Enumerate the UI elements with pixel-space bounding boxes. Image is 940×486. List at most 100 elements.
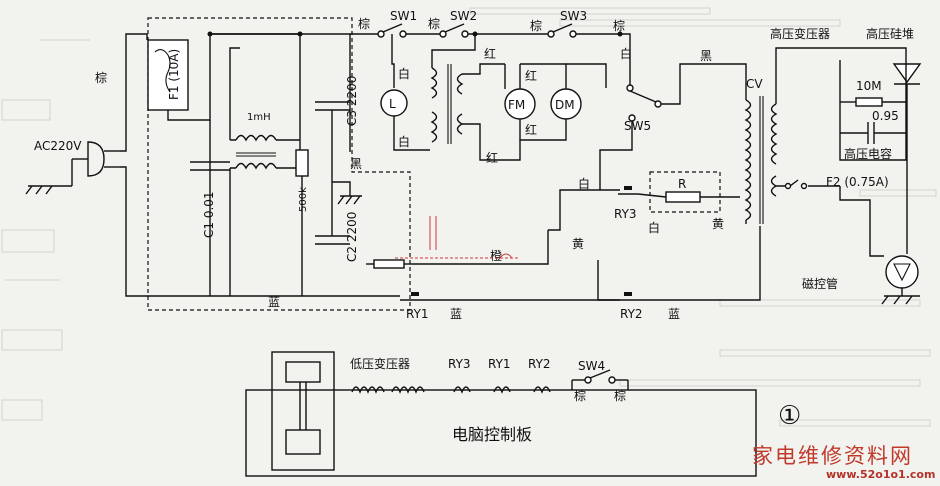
black-wire-label-top: 黑 [700,49,712,63]
neutral-wire [120,166,210,297]
ht-rectifier-label: 高压硅堆 [866,26,914,41]
cap-095-label: 0.95 [872,109,899,123]
blue-wire-label-left: 蓝 [268,295,280,309]
figure-number: ① [778,401,801,431]
fan-top-leads [504,64,521,89]
board-ry3-coil [453,386,471,394]
relay-ry3-contact [618,186,638,195]
capacitor-c1 [190,161,230,171]
winding-feed [431,34,476,68]
switch-sw3-label: SW3 [560,9,587,23]
drive-motor-label: DM [555,98,575,112]
red-wire-label-2: 红 [525,68,537,83]
ground-symbol-filter [337,195,362,205]
ground-symbol-left [25,159,73,195]
watermark-url: www.52o1o1.com [826,468,936,481]
white-wire-label-lamp-bottom: 白 [398,134,410,149]
yellow-wire-label-2: 黄 [572,237,584,251]
red-marks [395,216,520,259]
resistor-10m [840,97,906,107]
magnetron [881,255,920,305]
lamp-feed [391,34,395,88]
fan-motor-label: FM [508,98,525,112]
resistor-r [665,191,701,203]
watermark-text: 家电维修资料网 [752,444,913,468]
cv-label: CV [746,77,763,91]
ac-plug [72,141,120,177]
black-wire-label-left: 黑 [350,157,362,171]
capacitor-c1-label: C1 0.01 [202,191,216,238]
sw5-to-black [661,63,740,105]
to-fan-red [462,63,505,75]
board-ry2-coil [533,386,551,394]
board-ry1-coil [493,386,511,394]
board-transformer-block [271,351,335,471]
res-10m-label: 10M [856,79,882,93]
white-wire-label-r: 白 [648,220,660,235]
resistor-500k [295,149,309,177]
inductor-1mh [235,134,277,170]
relay-ry1-label: RY1 [406,307,429,321]
switch-sw4 [571,369,629,390]
fuse-f1-label: F1 (10A) [167,49,181,100]
filter-top-wire [167,33,301,152]
red-wire-label-4: 红 [486,150,498,165]
motor-bottom-link [519,119,567,141]
blue-wire-label-right: 蓝 [668,307,680,321]
white-wire-label-sw3: 白 [620,46,632,61]
orange-wire-label: 橙 [490,248,502,263]
magnetron-label: 磁控管 [802,276,838,291]
board-ry3-label: RY3 [448,357,471,371]
inductor-label: 1mH [247,112,271,123]
relay-ry2-label: RY2 [620,307,643,321]
switch-sw2 [439,23,469,38]
yellow-to-ry2 [597,260,620,301]
ht-cap-label: 高压电容 [844,146,892,161]
brown-wire-label-2: 棕 [428,16,440,31]
chassis-ground-link [332,181,351,196]
ht-secondary-top [775,47,907,104]
fan-motor-winding [430,64,464,144]
ht-rectifier [892,63,922,85]
switch-sw3 [547,23,577,38]
lv-transformer-label: 低压变压器 [350,356,410,371]
relay-ry2-contact [612,292,644,301]
filter-board-outline [147,17,411,311]
ry3-left [548,189,600,231]
lv-transformer [351,386,425,394]
thermal-fuse [366,259,412,269]
white-wire-label-ry3: 白 [578,176,590,191]
relay-ry1-contact [400,292,430,301]
brown-wire-label-1: 棕 [358,16,370,31]
lamp-label: L [389,97,396,111]
orange-wire [412,230,549,265]
resistor-500k-label: 500k [298,187,309,212]
resistor-r-label: R [678,177,686,191]
lamp-return [393,116,430,151]
to-magnetron [839,186,884,257]
brown-wire-label-left: 棕 [95,70,107,85]
filter-top-wire-right [210,33,351,152]
relay-ry3-label: RY3 [614,207,637,221]
blue-wire-label-mid: 蓝 [450,307,462,321]
filter-inner-left [229,47,240,140]
ht-primary-leads [740,63,747,224]
blue-rail-right [644,226,761,301]
yellow-wire-label-1: 黄 [712,217,724,231]
switch-sw1-label: SW1 [390,9,417,23]
ac-source-label: AC220V [34,139,82,153]
capacitor-c2-label: C2 2200 [345,212,359,262]
red-wire-label-3: 红 [525,122,537,137]
ht-capacitor [840,122,906,144]
r-leads [637,193,740,198]
live-wire [120,33,148,152]
switch-sw5-label: SW5 [624,119,651,133]
fuse-f1 [147,39,189,111]
capacitor-c3-label: C3 2200 [345,76,359,126]
switch-sw4-label: SW4 [578,359,605,373]
control-board-label: 电脑控制板 [452,425,532,444]
switch-sw2-label: SW2 [450,9,477,23]
ht-transformer-label: 高压变压器 [770,26,830,41]
